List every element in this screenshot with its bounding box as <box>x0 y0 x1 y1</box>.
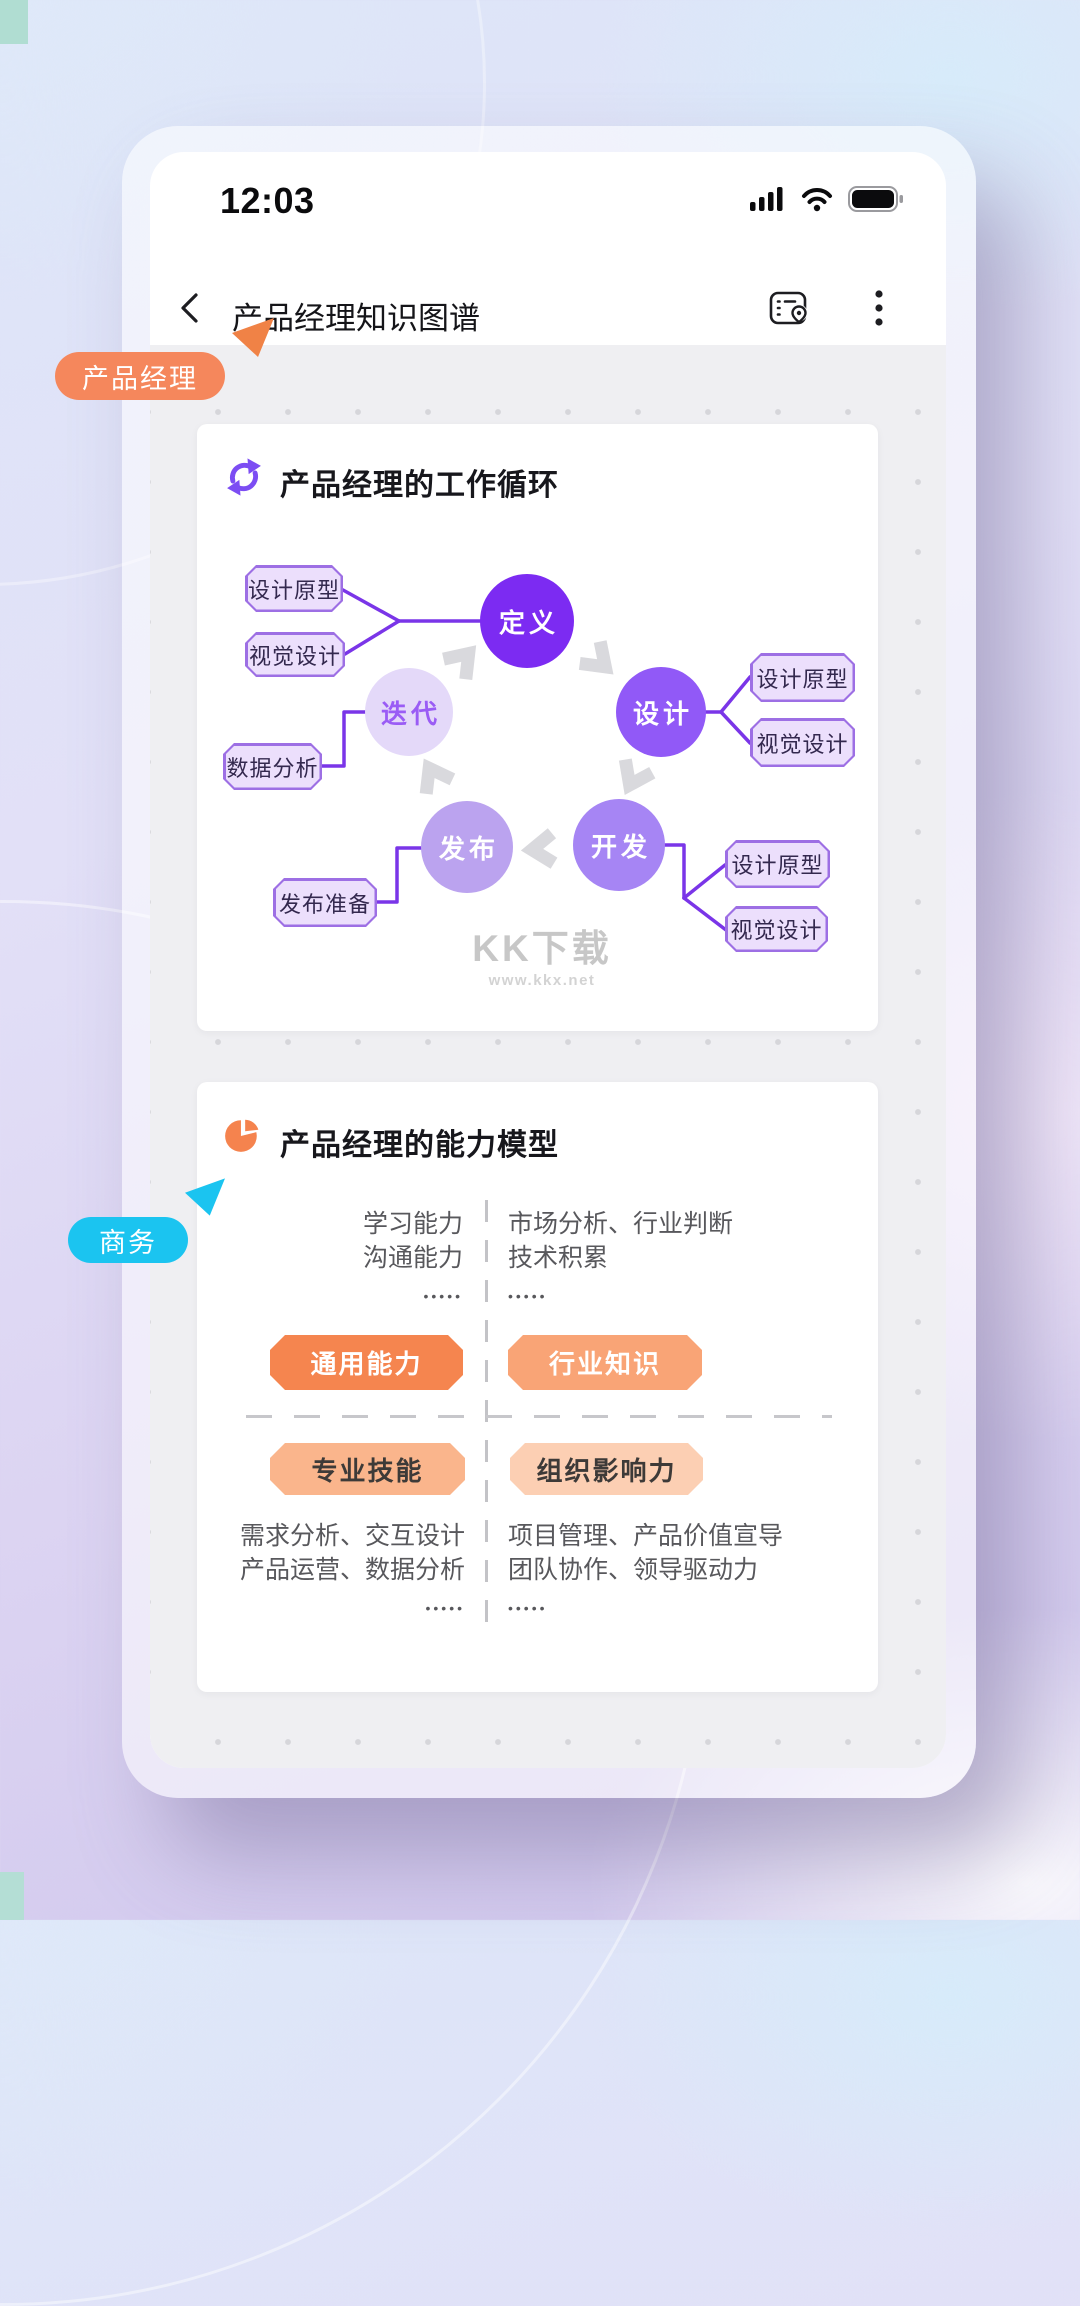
watermark-url: www.kkx.net <box>488 972 596 989</box>
phone-screen: 12:03 产品经理知识图谱 <box>150 152 946 1768</box>
quadrant-horizontal-divider <box>246 1415 832 1418</box>
card-title: 产品经理的能力模型 <box>280 1129 559 1162</box>
back-button[interactable] <box>176 291 202 325</box>
cycle-tag[interactable]: 视觉设计 <box>750 718 855 767</box>
watermark: KK下载 www.kkx.net <box>392 928 692 990</box>
collab-cursor-pm-label: 产品经理 <box>55 352 225 400</box>
card-title: 产品经理的工作循环 <box>280 469 559 502</box>
cycle-tag[interactable]: 发布准备 <box>273 878 377 927</box>
collab-cursor-biz-icon <box>185 1178 225 1216</box>
cycle-tag[interactable]: 数据分析 <box>223 743 322 790</box>
quadrant-items-general: 学习能力 沟通能力 ••••• <box>362 1210 463 1304</box>
wifi-icon <box>802 187 832 211</box>
cycle-node-define[interactable]: 定义 <box>480 574 574 668</box>
corner-accent <box>0 1872 24 1920</box>
canvas-background[interactable]: 产品经理的工作循环 <box>150 345 946 1768</box>
quadrant-button-influence[interactable]: 组织影响力 <box>510 1443 703 1495</box>
battery-icon <box>848 186 903 212</box>
cycle-node-release[interactable]: 发布 <box>421 801 513 893</box>
cycle-tag[interactable]: 设计原型 <box>245 565 343 612</box>
cycle-tag[interactable]: 视觉设计 <box>245 632 345 677</box>
quadrant-button-skills[interactable]: 专业技能 <box>270 1443 465 1495</box>
corner-accent <box>0 0 28 44</box>
collab-cursor-pm-icon <box>232 318 274 357</box>
quadrant-items-skills: 需求分析、交互设计 产品运营、数据分析 ••••• <box>239 1522 465 1616</box>
cycle-node-design[interactable]: 设计 <box>616 667 706 757</box>
cycle-node-develop[interactable]: 开发 <box>573 799 665 891</box>
cycle-connectors <box>320 588 752 932</box>
quadrant-items-influence: 项目管理、产品价值宣导 团队协作、领导驱动力 ••••• <box>508 1522 784 1616</box>
ability-model-card: 产品经理的能力模型 学习能力 沟通能力 ••••• 市场分析、行业判断 技术积累… <box>197 1082 878 1692</box>
pie-chart-icon <box>225 1117 260 1152</box>
status-time: 12:03 <box>220 180 315 221</box>
collab-cursor-biz-label: 商务 <box>68 1217 188 1263</box>
cycle-tag[interactable]: 设计原型 <box>750 653 855 702</box>
status-icons <box>750 186 904 212</box>
signal-icon <box>750 187 783 211</box>
quadrant-vertical-divider <box>485 1200 488 1640</box>
quadrant-button-industry[interactable]: 行业知识 <box>508 1335 702 1390</box>
more-menu-icon[interactable] <box>874 288 884 328</box>
phone-mockup-frame: 12:03 产品经理知识图谱 <box>122 126 976 1798</box>
cycle-icon <box>227 458 261 496</box>
cycle-tag[interactable]: 设计原型 <box>725 840 830 888</box>
work-cycle-card: 产品经理的工作循环 <box>197 424 878 1031</box>
watermark-title: KK下载 <box>472 928 612 969</box>
outline-location-icon[interactable] <box>768 288 814 328</box>
cycle-tag[interactable]: 视觉设计 <box>725 906 828 952</box>
quadrant-items-industry: 市场分析、行业判断 技术积累 ••••• <box>508 1210 734 1304</box>
cycle-node-iterate[interactable]: 迭代 <box>365 668 453 756</box>
quadrant-button-general[interactable]: 通用能力 <box>270 1335 463 1390</box>
